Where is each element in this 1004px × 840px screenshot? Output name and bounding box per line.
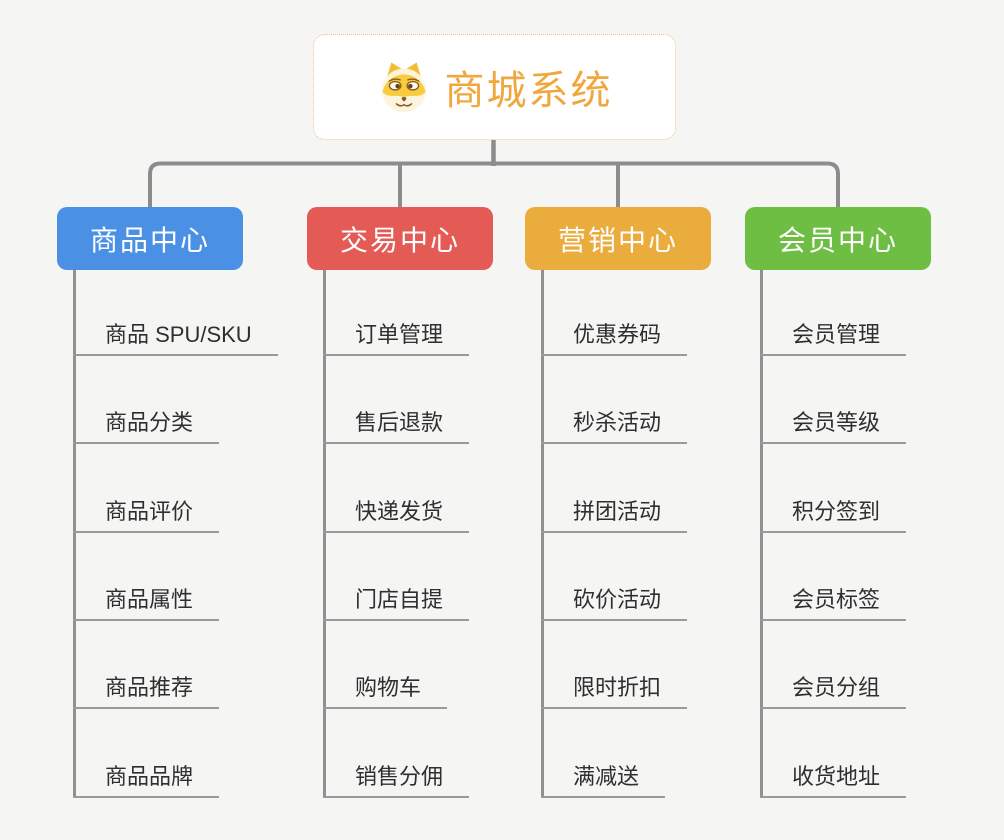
branch-node-trade-center[interactable]: 交易中心 [307,207,493,270]
column-connector-line [323,270,326,798]
leaf-topic[interactable]: 限时折扣 [541,675,688,709]
leaf-topic[interactable]: 会员分组 [760,675,907,709]
leaf-topic[interactable]: 优惠券码 [541,322,688,356]
column-connector-line [73,270,76,798]
leaf-topic[interactable]: 积分签到 [760,499,907,533]
leaf-topic[interactable]: 销售分佣 [323,764,470,798]
root-topic-title: 商城系统 [444,69,613,113]
leaf-topic[interactable]: 商品评价 [73,499,220,533]
branch-node-member-center[interactable]: 会员中心 [745,207,931,270]
leaf-topic[interactable]: 秒杀活动 [541,410,688,444]
leaf-topic[interactable]: 订单管理 [323,322,470,356]
leaf-topic[interactable]: 会员标签 [760,587,907,621]
leaf-topic[interactable]: 商品 SPU/SKU [73,322,278,356]
branch-node-marketing-center[interactable]: 营销中心 [525,207,711,270]
column-connector-line [760,270,763,798]
shiba-dog-icon [381,62,426,113]
branch-rail-line [148,161,840,209]
leaf-topic[interactable]: 快递发货 [323,499,470,533]
leaf-topic[interactable]: 收货地址 [760,764,907,798]
branch-node-product-center[interactable]: 商品中心 [57,207,243,270]
root-topic[interactable]: 商城系统 [313,34,676,140]
leaf-topic[interactable]: 满减送 [541,764,666,798]
leaf-topic[interactable]: 门店自提 [323,587,470,621]
column-connector-line [541,270,544,798]
leaf-topic[interactable]: 会员管理 [760,322,907,356]
leaf-topic[interactable]: 售后退款 [323,410,470,444]
leaf-topic[interactable]: 拼团活动 [541,499,688,533]
leaf-topic[interactable]: 商品推荐 [73,675,220,709]
leaf-topic[interactable]: 购物车 [323,675,448,709]
leaf-topic[interactable]: 商品品牌 [73,764,220,798]
leaf-topic[interactable]: 会员等级 [760,410,907,444]
leaf-topic[interactable]: 商品属性 [73,587,220,621]
leaf-topic[interactable]: 商品分类 [73,410,220,444]
leaf-topic[interactable]: 砍价活动 [541,587,688,621]
